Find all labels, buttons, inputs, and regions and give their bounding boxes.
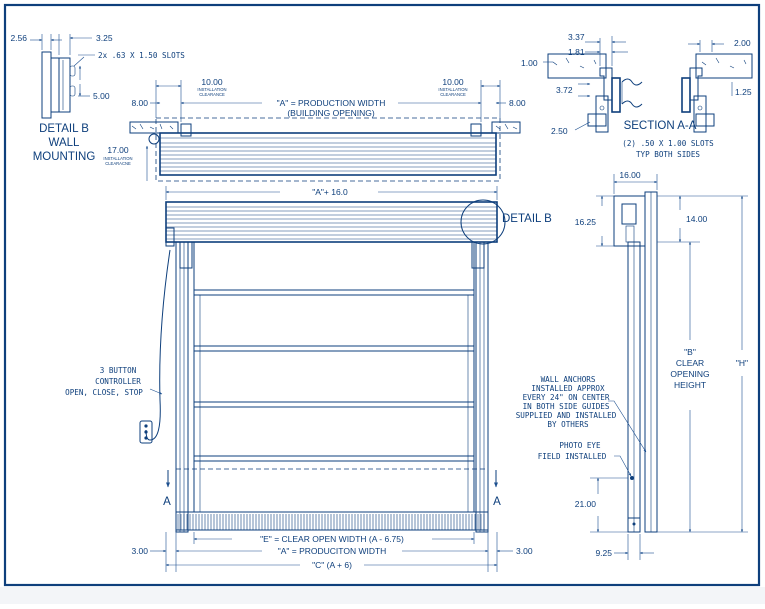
section-slots-note-2: TYP BOTH SIDES [636, 150, 700, 159]
anchors-note-2: INSTALLED APPROX [531, 384, 605, 393]
top-clearance-note-1: INSTALLATION [103, 156, 132, 161]
side-elevation: 16.00 16.25 14.00 "B" CLEAR OPENING HEIG… [516, 170, 748, 560]
detail-b-wall-mounting: 2.56 3.25 2x .63 X 1.50 SLOTS 5.00 DETAI… [10, 33, 185, 163]
top-side-left-dim: 8.00 [131, 98, 148, 108]
photo-eye-note-2: FIELD INSTALLED [538, 452, 607, 461]
section-dim-100: 1.00 [521, 58, 538, 68]
section-slots-note-1: (2) .50 X 1.00 SLOTS [622, 139, 714, 148]
top-clearance-dim: 17.00 [107, 145, 129, 155]
anchors-note-4: IN BOTH SIDE GUIDES [523, 402, 610, 411]
detail-b-dim-256: 2.56 [10, 33, 27, 43]
front-detail-b-label: DETAIL B [502, 213, 552, 225]
side-dim-925: 9.25 [595, 548, 612, 558]
top-install-right-note-1: INSTALLATION [438, 87, 467, 92]
section-mark-left: A [163, 496, 171, 508]
top-install-right-note-2: CLEARANCE [440, 92, 466, 97]
front-side-left-dim: 3.00 [131, 546, 148, 556]
controller-label-3: OPEN, CLOSE, STOP [65, 388, 143, 397]
top-install-left-dim: 10.00 [201, 77, 223, 87]
front-elevation: "A"+ 16.0 DETAIL B [65, 186, 552, 572]
side-dim-1625: 16.25 [575, 217, 597, 227]
sheet-border [3, 3, 761, 587]
side-dim-2100: 21.00 [575, 499, 597, 509]
top-production-width: "A" = PRODUCTION WIDTH [277, 98, 386, 108]
section-title: SECTION A-A [624, 120, 697, 132]
clear-open-width: "E" = CLEAR OPEN WIDTH (A - 6.75) [260, 534, 404, 544]
front-side-right-dim: 3.00 [516, 546, 533, 556]
section-dim-337: 3.37 [568, 32, 585, 42]
section-a-a: 3.37 1.81 1.00 3.72 2.50 2.00 1.25 SECTI… [521, 32, 753, 159]
side-dim-1600: 16.00 [619, 170, 641, 180]
side-b-clear: CLEAR [676, 358, 704, 368]
side-dim-1400: 14.00 [686, 214, 708, 224]
detail-b-dim-325: 3.25 [96, 33, 113, 43]
anchors-note-1: WALL ANCHORS [541, 375, 596, 384]
side-b-opening: OPENING [670, 369, 709, 379]
controller-label-2: CONTROLLER [95, 377, 141, 386]
front-c-width: "C" (A + 6) [312, 560, 352, 570]
curtain-panels [193, 289, 475, 512]
top-install-right-dim: 10.00 [442, 77, 464, 87]
detail-b-title-3: MOUNTING [33, 151, 96, 163]
section-dim-181: 1.81 [568, 47, 585, 57]
anchors-note-3: EVERY 24" ON CENTER [523, 393, 610, 402]
top-install-left-note-1: INSTALLATION [197, 87, 226, 92]
anchors-note-5: SUPPLIED AND INSTALLED [516, 411, 617, 420]
detail-b-slots-note: 2x .63 X 1.50 SLOTS [98, 51, 185, 60]
side-b-label: "B" [684, 347, 696, 357]
top-clearance-note-2: CLEARACNE [105, 161, 131, 166]
detail-b-title-1: DETAIL B [39, 123, 89, 135]
front-hood-slats [166, 206, 497, 240]
anchors-note-6: BY OTHERS [547, 420, 589, 429]
bottom-strip [0, 587, 765, 604]
section-mark-right: A [493, 496, 501, 508]
section-dim-200: 2.00 [734, 38, 751, 48]
detail-b-title-2: WALL [49, 137, 80, 149]
plan-slats [160, 137, 496, 172]
top-install-left-note-2: CLEARANCE [199, 92, 225, 97]
side-b-height: HEIGHT [674, 380, 706, 390]
section-dim-250: 2.50 [551, 126, 568, 136]
side-h-label: "H" [736, 358, 748, 368]
detail-b-dim-500: 5.00 [93, 91, 110, 101]
top-building-opening: (BUILDING OPENING) [287, 108, 375, 118]
section-dim-372: 3.72 [556, 85, 573, 95]
top-side-right-dim: 8.00 [509, 98, 526, 108]
front-production-width: "A" = PRODUCITON WIDTH [278, 546, 387, 556]
section-dim-125: 1.25 [735, 87, 752, 97]
controller-label-1: 3 BUTTON [100, 366, 137, 375]
bottom-seal [177, 514, 485, 530]
front-overall-width: "A"+ 16.0 [312, 187, 348, 197]
top-plan-view: 10.00 INSTALLATION CLEARANCE 10.00 INSTA… [103, 77, 526, 182]
photo-eye-note-1: PHOTO EYE [559, 441, 601, 450]
